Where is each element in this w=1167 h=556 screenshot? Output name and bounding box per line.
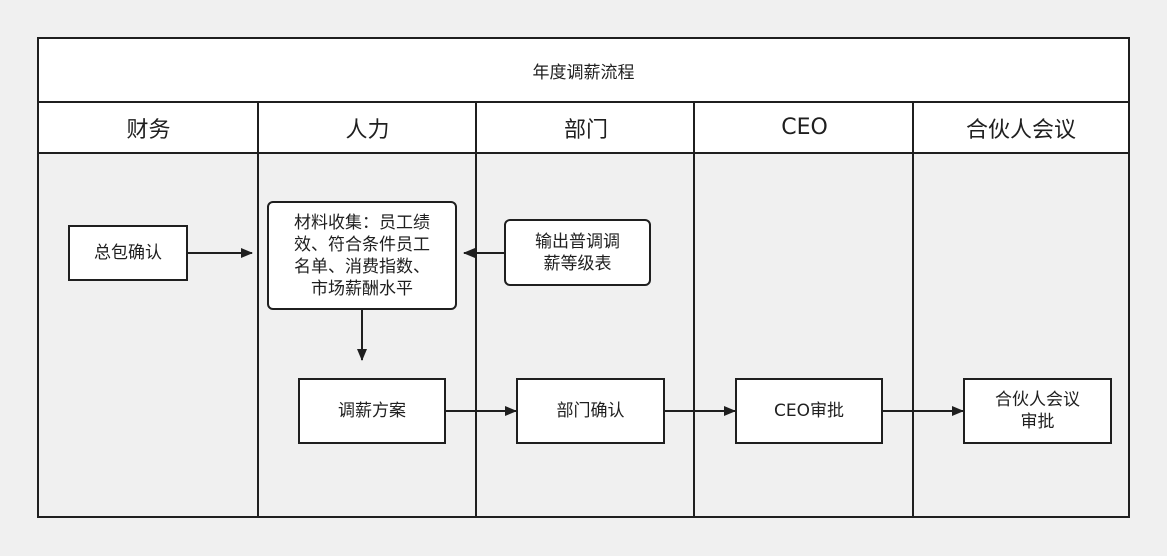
node-salary-plan: 调薪方案 bbox=[298, 378, 446, 444]
node-partner-approval: 合伙人会议 审批 bbox=[963, 378, 1112, 444]
node-material-collection: 材料收集：员工绩 效、符合条件员工 名单、消费指数、 市场薪酬水平 bbox=[267, 201, 457, 310]
lane-header-ceo: CEO bbox=[695, 103, 914, 154]
lane-header-dept: 部门 bbox=[477, 103, 695, 154]
node-dept-confirm: 部门确认 bbox=[516, 378, 665, 444]
node-ceo-approval: CEO审批 bbox=[735, 378, 883, 444]
lane-header-hr: 人力 bbox=[258, 103, 477, 154]
lane-header-partners: 合伙人会议 bbox=[914, 103, 1128, 154]
lane-divider bbox=[912, 103, 914, 518]
node-output-grade-table: 输出普调调 薪等级表 bbox=[504, 219, 651, 286]
node-total-package-confirm: 总包确认 bbox=[68, 225, 188, 281]
diagram-title: 年度调薪流程 bbox=[39, 39, 1128, 103]
lane-divider bbox=[693, 103, 695, 518]
lane-divider bbox=[475, 103, 477, 518]
lane-header-finance: 财务 bbox=[39, 103, 258, 154]
lane-divider bbox=[257, 103, 259, 518]
